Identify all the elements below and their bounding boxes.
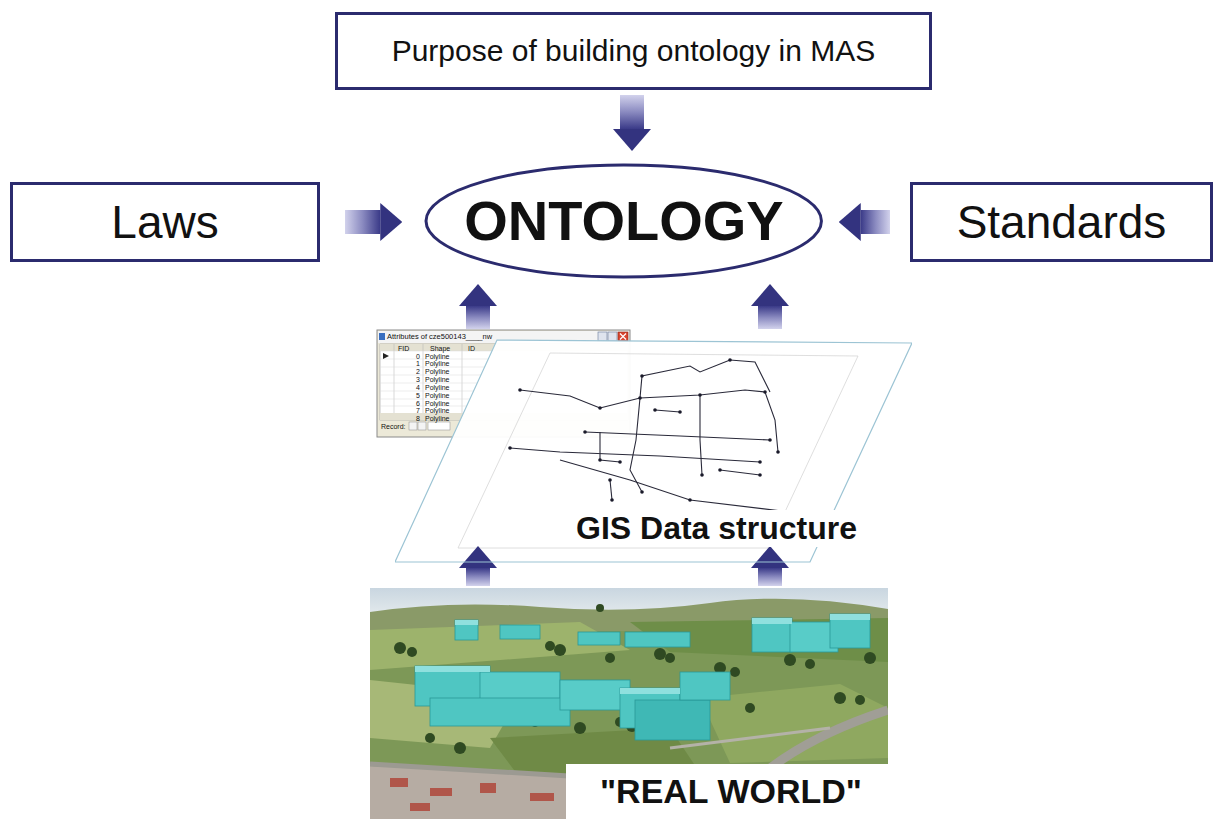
table-cell-text: 4 [400,384,420,391]
block-arrow [861,210,890,234]
purpose-box: Purpose of building ontology in MAS [335,12,932,90]
table-cell-text: ID [468,345,475,352]
ontology-ellipse: ONTOLOGY [424,163,823,279]
table-cell-text: Polyline [425,368,450,375]
block-arrow [466,568,490,586]
table-cell-text: Polyline [425,415,450,422]
table-cell-text: Polyline [425,400,450,407]
table-cell-text: 1 [400,360,420,367]
table-cell-text: 0 [400,353,420,360]
window-title: Attributes of cze500143____nw [387,333,492,341]
block-arrow [620,95,644,129]
block-arrow [345,210,380,234]
table-cell-text: 2 [400,368,420,375]
table-cell-text: Polyline [425,376,450,383]
gis-map-plane [395,340,912,562]
node-text: Laws [111,196,218,249]
table-cell-text: Polyline [425,384,450,391]
aerial-photo [370,588,888,819]
table-cell-text: Shape [430,345,450,352]
real-world-photo: "REAL WORLD" [370,588,888,819]
table-cell-text: 5 [400,392,420,399]
block-arrow [466,306,490,329]
node-text: "REAL WORLD" [566,764,888,819]
table-cell-text: Record: [381,423,406,430]
standards-box: Standards [910,182,1213,262]
node-text: GIS Data structure [573,510,860,547]
table-cell-text: 8 [400,415,420,422]
table-cell-text: Polyline [425,392,450,399]
node-text: ONTOLOGY [464,189,783,253]
table-cell-text: 7 [400,407,420,414]
node-text: Standards [957,196,1167,249]
laws-box: Laws [10,182,320,262]
table-cell-text: Polyline [425,360,450,367]
node-text: Purpose of building ontology in MAS [392,34,876,69]
plane-shape [395,340,912,562]
table-cell-text: 6 [400,400,420,407]
gis-data-plane: GIS Data structure [395,338,912,564]
table-cell-text: 3 [400,376,420,383]
table-cell-text: Polyline [425,407,450,414]
block-arrow [758,306,782,329]
ellipse-shape [426,165,821,277]
table-cell-text: Polyline [425,353,450,360]
block-arrow [758,568,782,586]
table-cell-text: FID [398,345,409,352]
